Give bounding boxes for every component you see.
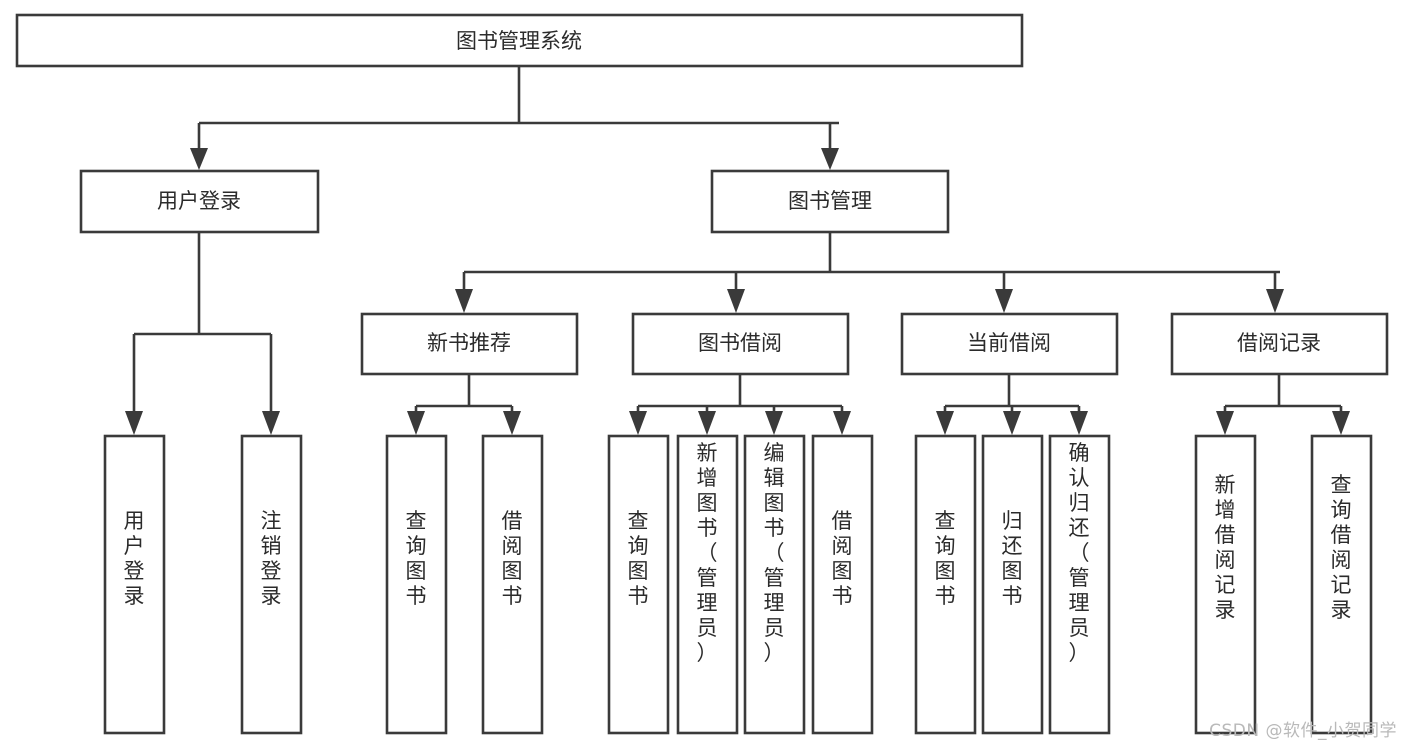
arrowhead-leaf-edit-book bbox=[765, 411, 783, 435]
node-leaf-user-login[interactable]: 用户登录 bbox=[103, 434, 166, 735]
arrowhead-leaf-logout-login bbox=[262, 411, 280, 435]
arrowhead-leaf-return-book bbox=[1003, 411, 1021, 435]
arrowhead-current-borrow bbox=[995, 289, 1013, 313]
node-leaf-query-book-2[interactable]: 查询图书 bbox=[607, 434, 670, 735]
node-leaf-query-record-label: 查询借阅记录 bbox=[1331, 473, 1352, 622]
node-borrow-record[interactable]: 借阅记录 bbox=[1170, 312, 1389, 376]
node-leaf-add-record[interactable]: 新增借阅记录 bbox=[1194, 434, 1257, 735]
node-book-borrow-box[interactable] bbox=[631, 312, 850, 376]
node-new-book-recommend-label: 新书推荐 bbox=[427, 331, 511, 355]
arrowhead-borrow-record bbox=[1266, 289, 1284, 313]
node-current-borrow[interactable]: 当前借阅 bbox=[900, 312, 1119, 376]
node-leaf-confirm-return-label: 确认归还（管理员） bbox=[1069, 441, 1090, 665]
arrowhead-user-login bbox=[190, 148, 208, 170]
arrowhead-leaf-user-login bbox=[125, 411, 143, 435]
arrowhead-leaf-add-record bbox=[1216, 411, 1234, 435]
node-leaf-query-book-2-box[interactable] bbox=[607, 434, 670, 735]
node-borrow-record-box[interactable] bbox=[1170, 312, 1389, 376]
arrowhead-leaf-borrow-book-2 bbox=[833, 411, 851, 435]
node-leaf-return-book[interactable]: 归还图书 bbox=[981, 434, 1044, 735]
node-leaf-add-record-label: 新增借阅记录 bbox=[1215, 473, 1236, 622]
node-leaf-borrow-book-1-box[interactable] bbox=[481, 434, 544, 735]
arrowhead-leaf-query-book-1 bbox=[407, 411, 425, 435]
node-book-borrow[interactable]: 图书借阅 bbox=[631, 312, 850, 376]
node-new-book-recommend-box[interactable] bbox=[360, 312, 579, 376]
node-leaf-return-book-label: 归还图书 bbox=[1002, 509, 1023, 608]
node-leaf-logout-login-box[interactable] bbox=[240, 434, 303, 735]
node-leaf-query-book-3[interactable]: 查询图书 bbox=[914, 434, 977, 735]
node-leaf-add-book-label: 新增图书（管理员） bbox=[697, 441, 718, 665]
node-book-management[interactable]: 图书管理 bbox=[710, 169, 950, 234]
node-leaf-borrow-book-1-label: 借阅图书 bbox=[502, 509, 523, 608]
node-leaf-query-book-3-box[interactable] bbox=[914, 434, 977, 735]
arrowhead-leaf-query-book-3 bbox=[936, 411, 954, 435]
arrowhead-leaf-confirm-return bbox=[1070, 411, 1088, 435]
node-borrow-record-label: 借阅记录 bbox=[1237, 331, 1321, 355]
node-leaf-edit-book-label: 编辑图书（管理员） bbox=[764, 441, 785, 665]
node-root-label: 图书管理系统 bbox=[456, 29, 582, 53]
node-book-borrow-label: 图书借阅 bbox=[698, 331, 782, 355]
arrowhead-leaf-query-record bbox=[1332, 411, 1350, 435]
node-leaf-query-book-2-label: 查询图书 bbox=[628, 509, 649, 608]
node-leaf-borrow-book-2[interactable]: 借阅图书 bbox=[811, 434, 874, 735]
node-leaf-add-record-box[interactable] bbox=[1194, 434, 1257, 735]
node-new-book-recommend[interactable]: 新书推荐 bbox=[360, 312, 579, 376]
arrowhead-book-management bbox=[821, 148, 839, 170]
node-user-login-box[interactable] bbox=[79, 169, 320, 234]
node-leaf-query-record[interactable]: 查询借阅记录 bbox=[1310, 434, 1373, 735]
node-leaf-user-login-label: 用户登录 bbox=[124, 509, 145, 608]
node-leaf-add-book-box[interactable] bbox=[676, 434, 739, 735]
node-leaf-edit-book[interactable]: 编辑图书（管理员） bbox=[743, 434, 806, 735]
node-leaf-query-book-1[interactable]: 查询图书 bbox=[385, 434, 448, 735]
node-book-management-label: 图书管理 bbox=[788, 189, 872, 213]
arrowhead-leaf-borrow-book-1 bbox=[503, 411, 521, 435]
node-leaf-borrow-book-2-box[interactable] bbox=[811, 434, 874, 735]
node-leaf-query-book-1-box[interactable] bbox=[385, 434, 448, 735]
node-leaf-user-login-box[interactable] bbox=[103, 434, 166, 735]
node-leaf-edit-book-box[interactable] bbox=[743, 434, 806, 735]
node-leaf-borrow-book-2-label: 借阅图书 bbox=[832, 509, 853, 608]
node-root-box[interactable] bbox=[15, 13, 1024, 68]
arrowhead-new-book-recommend bbox=[455, 289, 473, 313]
node-book-management-box[interactable] bbox=[710, 169, 950, 234]
arrowhead-leaf-query-book-2 bbox=[629, 411, 647, 435]
node-leaf-logout-login-label: 注销登录 bbox=[261, 509, 282, 608]
node-leaf-query-book-1-label: 查询图书 bbox=[406, 509, 427, 608]
node-leaf-query-record-box[interactable] bbox=[1310, 434, 1373, 735]
csdn-watermark: CSDN @软件_小贺同学 bbox=[1209, 721, 1397, 741]
node-leaf-confirm-return-box[interactable] bbox=[1048, 434, 1111, 735]
node-leaf-return-book-box[interactable] bbox=[981, 434, 1044, 735]
node-leaf-add-book[interactable]: 新增图书（管理员） bbox=[676, 434, 739, 735]
arrowhead-book-borrow bbox=[727, 289, 745, 313]
node-current-borrow-label: 当前借阅 bbox=[967, 331, 1051, 355]
node-leaf-confirm-return[interactable]: 确认归还（管理员） bbox=[1048, 434, 1111, 735]
node-leaf-borrow-book-1[interactable]: 借阅图书 bbox=[481, 434, 544, 735]
connectors-layer bbox=[125, 66, 1350, 435]
node-leaf-logout-login[interactable]: 注销登录 bbox=[240, 434, 303, 735]
node-leaf-query-book-3-label: 查询图书 bbox=[935, 509, 956, 608]
node-current-borrow-box[interactable] bbox=[900, 312, 1119, 376]
node-root[interactable]: 图书管理系统 bbox=[15, 13, 1024, 68]
node-user-login-label: 用户登录 bbox=[157, 189, 241, 213]
arrowhead-leaf-add-book bbox=[698, 411, 716, 435]
node-user-login[interactable]: 用户登录 bbox=[79, 169, 320, 234]
